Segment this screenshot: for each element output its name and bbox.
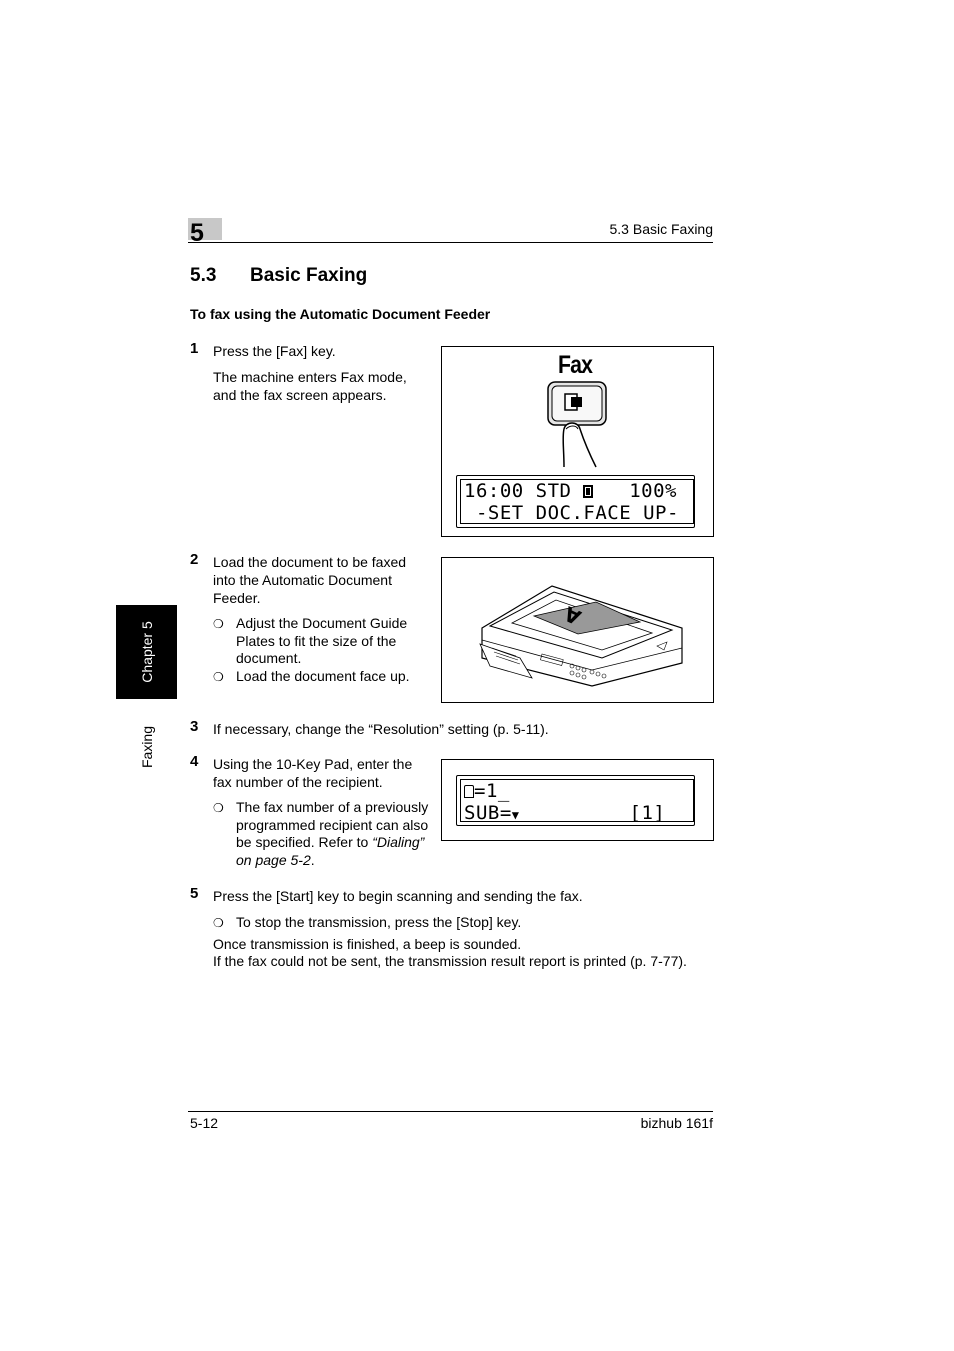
running-header: 5.3 Basic Faxing [609, 221, 714, 237]
cross-reference-link[interactable]: “Dialing” [372, 834, 425, 850]
recipient-lcd-panel: =1_ SUB=▼ [1] [456, 775, 695, 826]
step-5-text: Press the [Start] key to begin scanning … [213, 888, 583, 904]
lcd-resolution-icon [583, 485, 594, 498]
result-line: Once transmission is finished, a beep is… [213, 936, 522, 952]
bullet-line: be specified. Refer to [236, 834, 373, 850]
lcd-entry-count: [1] [629, 802, 666, 824]
step-3-text: If necessary, change the “Resolution” se… [213, 721, 549, 737]
bullet-line: Load the document face up. [236, 668, 410, 684]
bullet-circle-icon: ❍ [213, 801, 224, 815]
step-1-text: Press the [Fax] key. [213, 342, 336, 360]
footer-divider [188, 1111, 713, 1112]
step-line: into the Automatic Document [213, 572, 392, 588]
section-number: 5.3 [190, 265, 217, 286]
bullet-item: ❍ To stop the transmission, press the [S… [213, 914, 521, 932]
procedure-heading: To fax using the Automatic Document Feed… [190, 306, 491, 322]
step-number: 5 [190, 885, 199, 902]
step-number: 3 [190, 718, 199, 735]
product-name: bizhub 161f [640, 1115, 713, 1131]
page-number: 5-12 [190, 1115, 219, 1131]
step-line: Using the 10-Key Pad, enter the [213, 756, 413, 772]
chapter-number: 5 [190, 219, 204, 247]
section-title-text: Basic Faxing [250, 265, 368, 286]
step-line: Load the document to be faxed [213, 554, 407, 570]
bullet-item: ❍ Adjust the Document Guide Plates to fi… [213, 615, 407, 668]
bullet-circle-icon: ❍ [213, 670, 224, 684]
step-2-text: Load the document to be faxed into the A… [213, 553, 406, 607]
bullet-circle-icon: ❍ [213, 617, 224, 631]
chapter-side-tab: Chapter 5 [116, 605, 177, 699]
bullet-line: programmed recipient can also [236, 816, 429, 833]
step-line: Press the [Fax] key. [213, 343, 336, 359]
chapter-number-box [188, 218, 222, 240]
chapter-tab-label: Chapter 5 [138, 621, 155, 683]
bullet-line: Adjust the Document Guide [236, 615, 408, 631]
cross-reference-link[interactable]: on page 5-2 [236, 851, 311, 868]
step-number: 4 [190, 753, 199, 770]
lcd-fax-number: =1_ [474, 780, 510, 802]
down-triangle-icon: ▼ [511, 808, 520, 822]
lcd-message: -SET DOC.FACE UP- [464, 502, 679, 524]
bullet-line: To stop the transmission, press the [Sto… [236, 914, 522, 930]
bullet-item: ❍ The fax number of a previously program… [213, 799, 431, 869]
section-tab-label: Faxing [138, 725, 155, 769]
punctuation: . [310, 851, 315, 868]
step-line: Feeder. [213, 590, 261, 606]
fax-machine-adf-illustration: A [479, 585, 683, 687]
phone-icon [464, 785, 474, 798]
bullet-line: Plates to fit the size of the [236, 632, 397, 649]
lcd-time-mode: 16:00 STD [464, 480, 584, 502]
detail-line: and the fax screen appears. [213, 387, 387, 403]
lcd-zoom: 100% [593, 480, 677, 502]
fax-key-figure: Fax 16:00 STD 100% -SET DOC.FACE UP- [441, 346, 714, 537]
section-title: 5.3 Basic Faxing [190, 265, 367, 287]
recipient-lcd-figure: =1_ SUB=▼ [1] [441, 759, 714, 841]
step-4-text: Using the 10-Key Pad, enter the fax numb… [213, 755, 412, 791]
fax-lcd-screen: 16:00 STD 100% -SET DOC.FACE UP- [460, 479, 694, 524]
header-divider [188, 242, 713, 243]
bullet-line: The fax number of a previously [236, 799, 429, 815]
lcd-sub-label: SUB= [464, 802, 512, 824]
bullet-circle-icon: ❍ [213, 916, 224, 930]
fax-lcd-panel: 16:00 STD 100% -SET DOC.FACE UP- [456, 475, 695, 528]
result-line: If the fax could not be sent, the transm… [213, 953, 687, 969]
step-number: 1 [190, 340, 199, 357]
recipient-lcd-screen: =1_ SUB=▼ [1] [460, 779, 694, 824]
step-1-detail: The machine enters Fax mode, and the fax… [213, 368, 407, 404]
step-line: fax number of the recipient. [213, 774, 383, 790]
bullet-item: ❍ Load the document face up. [213, 668, 410, 686]
detail-line: The machine enters Fax mode, [213, 369, 407, 385]
fax-key-label: Fax [558, 351, 593, 379]
adf-figure: A [441, 557, 714, 703]
section-side-tab: Faxing [116, 712, 177, 782]
fax-key-press-illustration [547, 381, 607, 468]
bullet-line: document. [236, 650, 302, 666]
step-5-result: Once transmission is finished, a beep is… [213, 936, 687, 970]
step-number: 2 [190, 551, 199, 568]
